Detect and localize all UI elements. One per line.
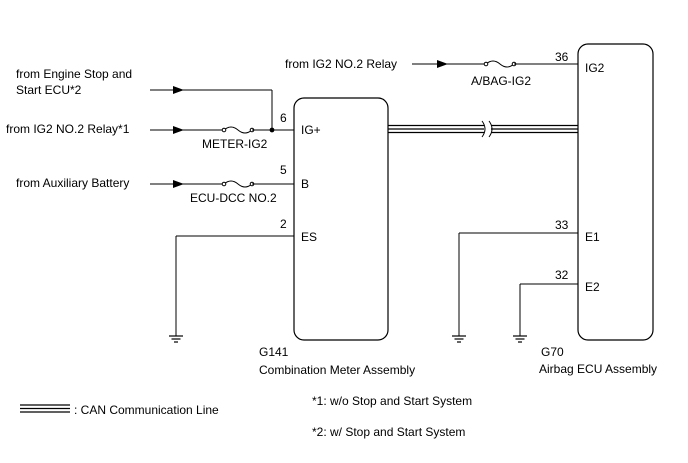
can-legend-label: : CAN Communication Line xyxy=(74,403,219,417)
airbag-ecu-box xyxy=(577,43,654,341)
airbag-pin-32-label: E2 xyxy=(585,280,600,294)
meter-pin-5-number: 5 xyxy=(280,163,287,177)
airbag-pin-33-number: 33 xyxy=(555,218,569,232)
ecu-dcc-fuse-label: ECU-DCC NO.2 xyxy=(190,191,277,205)
meter-pin-6-number: 6 xyxy=(280,111,287,125)
meter-ig2-fuse-label: METER-IG2 xyxy=(202,137,268,151)
footnote-1: *1: w/o Stop and Start System xyxy=(312,394,472,408)
engine-stop-source-line2: Start ECU*2 xyxy=(16,83,82,97)
meter-ground-wire xyxy=(175,235,294,336)
meter-pin-2-number: 2 xyxy=(280,217,287,231)
airbag-e2-ground-wire xyxy=(519,283,578,336)
ig2-relay-source: from IG2 NO.2 Relay xyxy=(285,57,397,71)
aux-battery-source: from Auxiliary Battery xyxy=(16,176,129,190)
meter-pin-6-label: IG+ xyxy=(301,123,321,137)
meter-code: G141 xyxy=(259,345,289,359)
ig2-relay-source-1: from IG2 NO.2 Relay*1 xyxy=(6,122,130,136)
meter-name: Combination Meter Assembly xyxy=(259,363,415,377)
ground-symbol-e1 xyxy=(452,335,466,343)
ground-symbol-meter xyxy=(169,335,183,343)
ground-symbol-e2 xyxy=(513,335,527,343)
footnote-2: *2: w/ Stop and Start System xyxy=(312,425,465,439)
meter-pin-2-label: ES xyxy=(301,230,317,244)
can-legend-symbol xyxy=(20,404,70,413)
airbag-name: Airbag ECU Assembly xyxy=(539,362,657,376)
ig-plus-wire xyxy=(150,126,294,134)
airbag-pin-32-number: 32 xyxy=(555,268,569,282)
airbag-pin-36-label: IG2 xyxy=(585,61,605,75)
airbag-e1-ground-wire xyxy=(458,232,578,336)
can-communication-line xyxy=(388,120,578,138)
airbag-code: G70 xyxy=(541,345,564,359)
meter-pin-5-label: B xyxy=(301,177,309,191)
combination-meter-box xyxy=(293,97,389,341)
b-wire xyxy=(150,180,294,188)
airbag-pin-33-label: E1 xyxy=(585,230,600,244)
engine-stop-wire xyxy=(150,86,273,130)
abag-fuse-label: A/BAG-IG2 xyxy=(471,74,531,88)
engine-stop-source-line1: from Engine Stop and xyxy=(16,67,132,81)
airbag-ig2-wire xyxy=(412,60,578,68)
airbag-pin-36-number: 36 xyxy=(555,50,569,64)
